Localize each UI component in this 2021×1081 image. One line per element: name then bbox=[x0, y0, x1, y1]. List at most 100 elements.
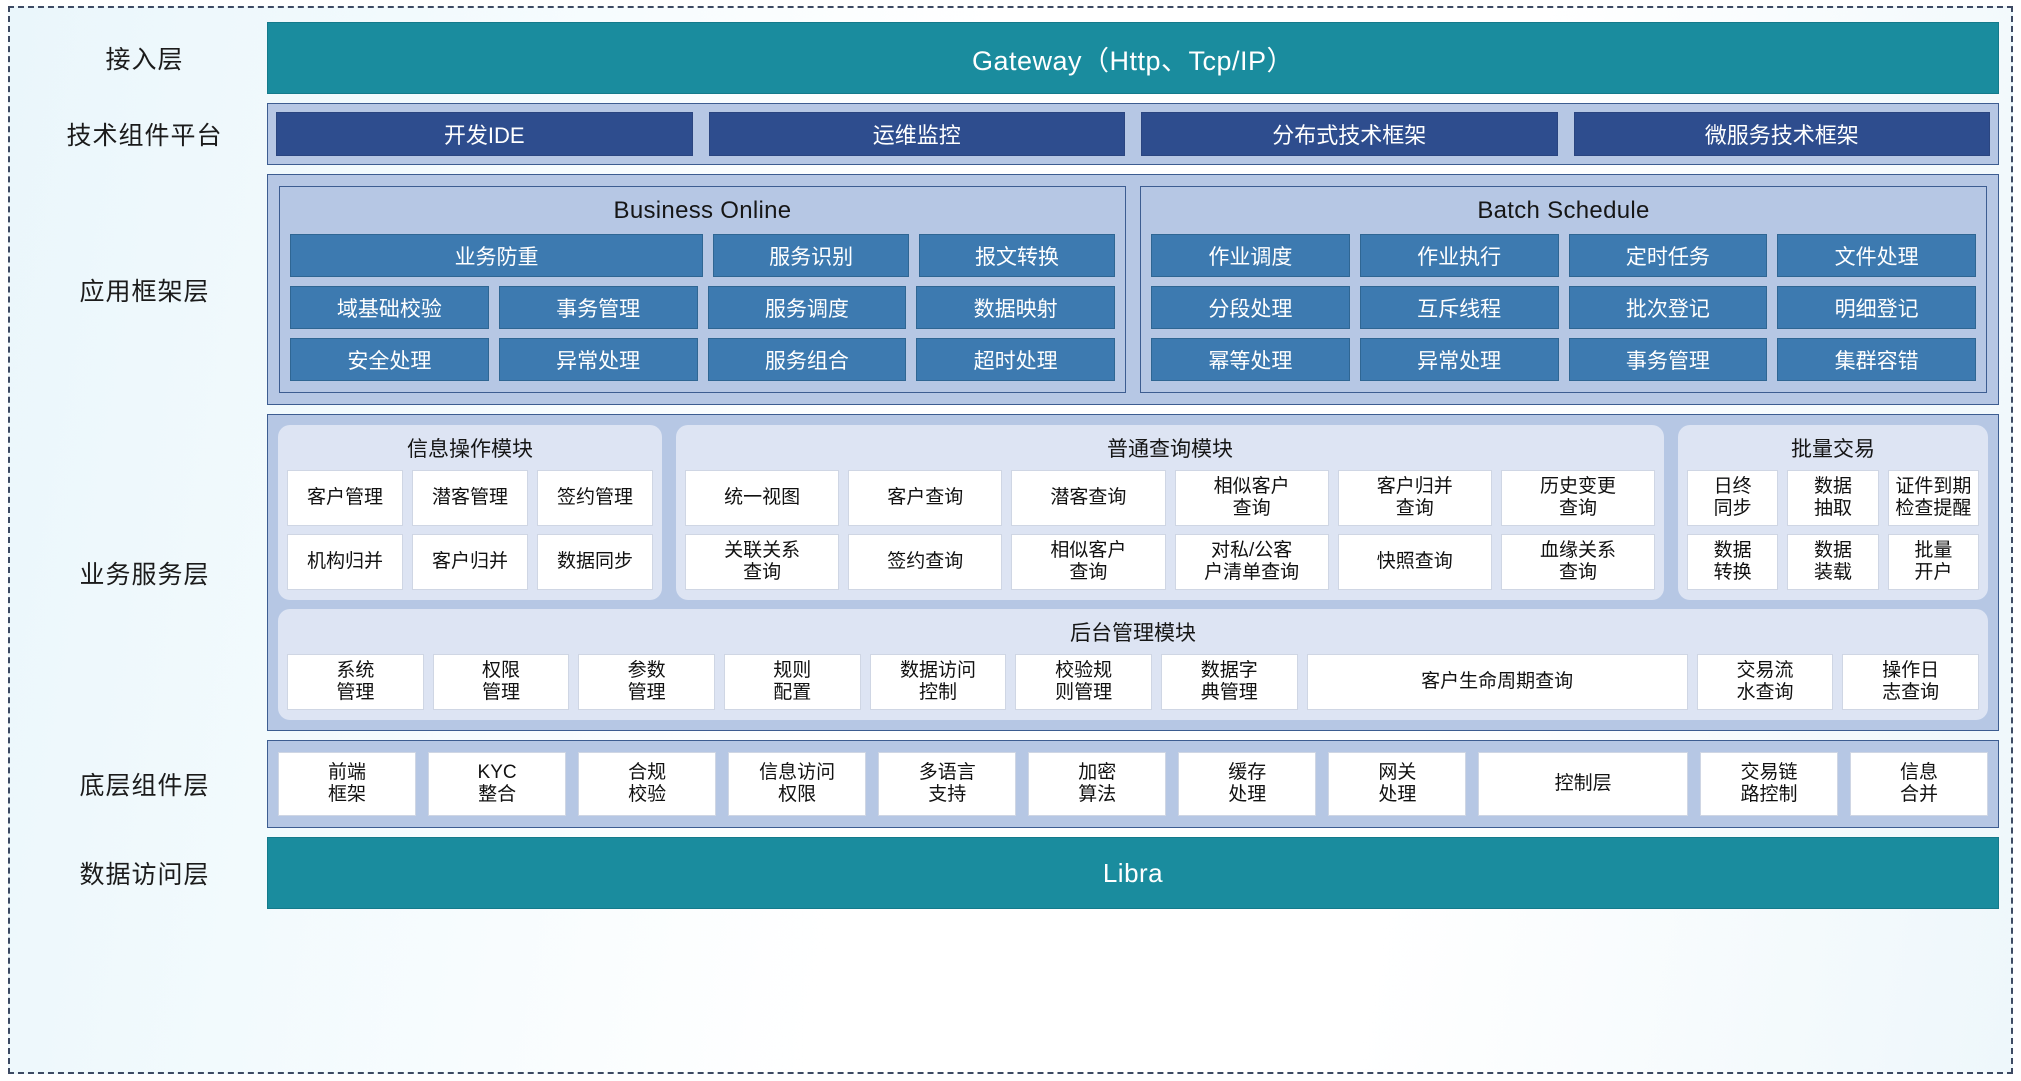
cell-xinxihebing[interactable]: 信息 合并 bbox=[1849, 752, 1989, 816]
tech-chip-ide[interactable]: 开发IDE bbox=[276, 112, 693, 156]
cell-canshuguanli[interactable]: 参数 管理 bbox=[578, 654, 715, 710]
cell-shujuzhuanhuan[interactable]: 数据 转换 bbox=[1687, 534, 1779, 590]
cell-xinxifangwenquanxian[interactable]: 信息访问 权限 bbox=[728, 752, 867, 816]
layer-component: 底层组件层 前端 框架 KYC 整合 合规 校验 信息访问 权限 多语言 支持 … bbox=[22, 740, 1999, 828]
layer-access: 接入层 Gateway（Http、Tcp/IP） bbox=[22, 22, 1999, 94]
cell-shujufangwenkongzhi[interactable]: 数据访问 控制 bbox=[869, 654, 1007, 710]
appframe-chip-zuoyediaodu[interactable]: 作业调度 bbox=[1151, 234, 1350, 277]
layer-label-business: 业务服务层 bbox=[79, 560, 210, 589]
cell-tongyishitu[interactable]: 统一视图 bbox=[685, 470, 840, 526]
appframe-chip-zuoyezhixing[interactable]: 作业执行 bbox=[1359, 234, 1559, 277]
cell-shujuzhuangzai[interactable]: 数据 装载 bbox=[1787, 534, 1879, 590]
cell-kehuchaxun[interactable]: 客户查询 bbox=[848, 470, 1003, 526]
module-info-operation: 信息操作模块 客户管理 潜客管理 签约管理 机构归并 客户归并 数据同步 bbox=[278, 425, 662, 600]
cell-qiankeguanli[interactable]: 潜客管理 bbox=[412, 470, 528, 526]
cell-kehushengmingzhouqichaxun[interactable]: 客户生命周期查询 bbox=[1306, 654, 1688, 710]
layer-label-tech: 技术组件平台 bbox=[66, 122, 223, 150]
appframe-chip-yichangchuli[interactable]: 异常处理 bbox=[498, 338, 698, 381]
appframe-row: 域基础校验 事务管理 服务调度 数据映射 bbox=[290, 286, 1115, 329]
appframe-chip-midengchuli[interactable]: 幂等处理 bbox=[1151, 338, 1350, 381]
appframe-chip-shiwuguanli-batch[interactable]: 事务管理 bbox=[1568, 338, 1768, 381]
cell-shujuchouqu[interactable]: 数据 抽取 bbox=[1787, 470, 1879, 526]
architecture-diagram: 接入层 Gateway（Http、Tcp/IP） 技术组件平台 开发IDE 运维… bbox=[8, 6, 2013, 1074]
appframe-chip-picidengji[interactable]: 批次登记 bbox=[1568, 286, 1768, 329]
appframe-chip-shiwuguanli[interactable]: 事务管理 bbox=[498, 286, 698, 329]
cell-kyc-zhenghe[interactable]: KYC 整合 bbox=[428, 752, 567, 816]
appframe-chip-fuwushibie[interactable]: 服务识别 bbox=[713, 234, 910, 277]
module-row: 统一视图 客户查询 潜客查询 相似客户 查询 客户归并 查询 历史变更 查询 bbox=[685, 470, 1656, 526]
layer-label-data: 数据访问层 bbox=[79, 861, 210, 889]
module-batch-transaction: 批量交易 日终 同步 数据 抽取 证件到期 检查提醒 数据 转换 数据 装载 批… bbox=[1678, 425, 1988, 600]
tech-panel: 开发IDE 运维监控 分布式技术框架 微服务技术框架 bbox=[267, 103, 1999, 165]
appframe-row: 安全处理 异常处理 服务组合 超时处理 bbox=[290, 338, 1115, 381]
cell-xiangsikehuchaxun-2[interactable]: 相似客户 查询 bbox=[1011, 534, 1166, 590]
cell-huancunchuli[interactable]: 缓存 处理 bbox=[1178, 752, 1317, 816]
appframe-chip-yujichujiaoyan[interactable]: 域基础校验 bbox=[290, 286, 489, 329]
cell-jiaoyiliushuichaxun[interactable]: 交易流 水查询 bbox=[1696, 654, 1834, 710]
cell-wangguanchuli[interactable]: 网关 处理 bbox=[1328, 752, 1467, 816]
module-title-batch-transaction: 批量交易 bbox=[1791, 438, 1875, 461]
appframe-chip-anquanchuli[interactable]: 安全处理 bbox=[290, 338, 489, 381]
cell-kehuguanli[interactable]: 客户管理 bbox=[287, 470, 403, 526]
cell-guizepeizhi[interactable]: 规则 配置 bbox=[723, 654, 861, 710]
module-row: 数据 转换 数据 装载 批量 开户 bbox=[1687, 534, 1979, 590]
cell-kehuguibingchaxun[interactable]: 客户归并 查询 bbox=[1337, 470, 1492, 526]
appframe-chip-fuwuzuhe[interactable]: 服务组合 bbox=[707, 338, 907, 381]
tech-chip-distributed-framework[interactable]: 分布式技术框架 bbox=[1141, 112, 1558, 156]
cell-qiankechaxun[interactable]: 潜客查询 bbox=[1011, 470, 1166, 526]
cell-jiaoyilianlukongzhi[interactable]: 交易链 路控制 bbox=[1699, 752, 1838, 816]
cell-jiaoyanguizeguanli[interactable]: 校验规 则管理 bbox=[1015, 654, 1152, 710]
cell-jigouguibing[interactable]: 机构归并 bbox=[287, 534, 403, 590]
cell-caozuorizhichaxun[interactable]: 操作日 志查询 bbox=[1842, 654, 1979, 710]
appframe-chip-yewufangzhong[interactable]: 业务防重 bbox=[290, 234, 704, 277]
group-batch-schedule: Batch Schedule 作业调度 作业执行 定时任务 文件处理 分段处理 … bbox=[1140, 186, 1987, 393]
module-row: 系统 管理 权限 管理 参数 管理 规则 配置 数据访问 控制 校验规 则管理 … bbox=[287, 654, 1979, 710]
appframe-chip-wenjianchuli[interactable]: 文件处理 bbox=[1777, 234, 1976, 277]
cell-guanlianguanxichaxun[interactable]: 关联关系 查询 bbox=[685, 534, 840, 590]
appframe-chip-huchixiancheng[interactable]: 互斥线程 bbox=[1359, 286, 1559, 329]
module-row: 客户管理 潜客管理 签约管理 bbox=[287, 470, 653, 526]
appframe-row: 分段处理 互斥线程 批次登记 明细登记 bbox=[1151, 286, 1976, 329]
cell-xueyuanguanxichaxun[interactable]: 血缘关系 查询 bbox=[1500, 534, 1656, 590]
cell-kuaizhaochaxun[interactable]: 快照查询 bbox=[1337, 534, 1492, 590]
appframe-chip-mingxidengji[interactable]: 明细登记 bbox=[1777, 286, 1976, 329]
cell-zhengjiandaoqijianchatixing[interactable]: 证件到期 检查提醒 bbox=[1887, 470, 1979, 526]
tech-chip-microservice-framework[interactable]: 微服务技术框架 bbox=[1573, 112, 1990, 156]
cell-qianyueguanli[interactable]: 签约管理 bbox=[537, 470, 653, 526]
module-title-info-operation: 信息操作模块 bbox=[407, 438, 533, 461]
libra-bar[interactable]: Libra bbox=[267, 837, 1999, 909]
cell-kehuguibing[interactable]: 客户归并 bbox=[412, 534, 528, 590]
gateway-bar[interactable]: Gateway（Http、Tcp/IP） bbox=[267, 22, 1999, 94]
group-title-batch-schedule: Batch Schedule bbox=[1477, 197, 1650, 224]
cell-quanxianguanli[interactable]: 权限 管理 bbox=[432, 654, 570, 710]
cell-qianyuechaxun[interactable]: 签约查询 bbox=[848, 534, 1003, 590]
cell-xitongguanli[interactable]: 系统 管理 bbox=[287, 654, 424, 710]
appframe-chip-baowenzhuanhuan[interactable]: 报文转换 bbox=[919, 234, 1116, 277]
cell-jiamisuanfa[interactable]: 加密 算法 bbox=[1028, 752, 1167, 816]
module-row: 日终 同步 数据 抽取 证件到期 检查提醒 bbox=[1687, 470, 1979, 526]
cell-kongzhiceng[interactable]: 控制层 bbox=[1478, 752, 1688, 816]
layer-data: 数据访问层 Libra bbox=[22, 837, 1999, 909]
appframe-chip-chaoshichuli[interactable]: 超时处理 bbox=[916, 338, 1115, 381]
appframe-chip-jiqunrongcuo[interactable]: 集群容错 bbox=[1777, 338, 1976, 381]
appframe-chip-dingshirenwu[interactable]: 定时任务 bbox=[1568, 234, 1768, 277]
cell-duoyuyanzhichi[interactable]: 多语言 支持 bbox=[878, 752, 1017, 816]
tech-chip-ops-monitor[interactable]: 运维监控 bbox=[708, 112, 1125, 156]
appframe-chip-fenduanchuli[interactable]: 分段处理 bbox=[1151, 286, 1350, 329]
cell-shujutongbu[interactable]: 数据同步 bbox=[537, 534, 653, 590]
cell-xiangsikehuchaxun[interactable]: 相似客户 查询 bbox=[1174, 470, 1329, 526]
cell-rizhongtongbu[interactable]: 日终 同步 bbox=[1687, 470, 1779, 526]
appframe-chip-fuwudiaodu[interactable]: 服务调度 bbox=[707, 286, 907, 329]
appframe-chip-shujuyingshe[interactable]: 数据映射 bbox=[916, 286, 1115, 329]
appframe-row: 幂等处理 异常处理 事务管理 集群容错 bbox=[1151, 338, 1976, 381]
cell-shujuzidianguanli[interactable]: 数据字 典管理 bbox=[1160, 654, 1298, 710]
component-panel: 前端 框架 KYC 整合 合规 校验 信息访问 权限 多语言 支持 加密 算法 … bbox=[267, 740, 1999, 828]
cell-duisigongkehuqingdanchaxun[interactable]: 对私/公客 户清单查询 bbox=[1174, 534, 1329, 590]
cell-piliangkaihu[interactable]: 批量 开户 bbox=[1887, 534, 1979, 590]
cell-qianduankuangjia[interactable]: 前端 框架 bbox=[278, 752, 417, 816]
module-title-backend-admin: 后台管理模块 bbox=[1070, 622, 1196, 645]
cell-heguijiaoyan[interactable]: 合规 校验 bbox=[578, 752, 717, 816]
cell-lishibiangengchaxun[interactable]: 历史变更 查询 bbox=[1500, 470, 1656, 526]
appframe-chip-yichangchuli-batch[interactable]: 异常处理 bbox=[1359, 338, 1559, 381]
module-title-common-query: 普通查询模块 bbox=[1107, 438, 1233, 461]
